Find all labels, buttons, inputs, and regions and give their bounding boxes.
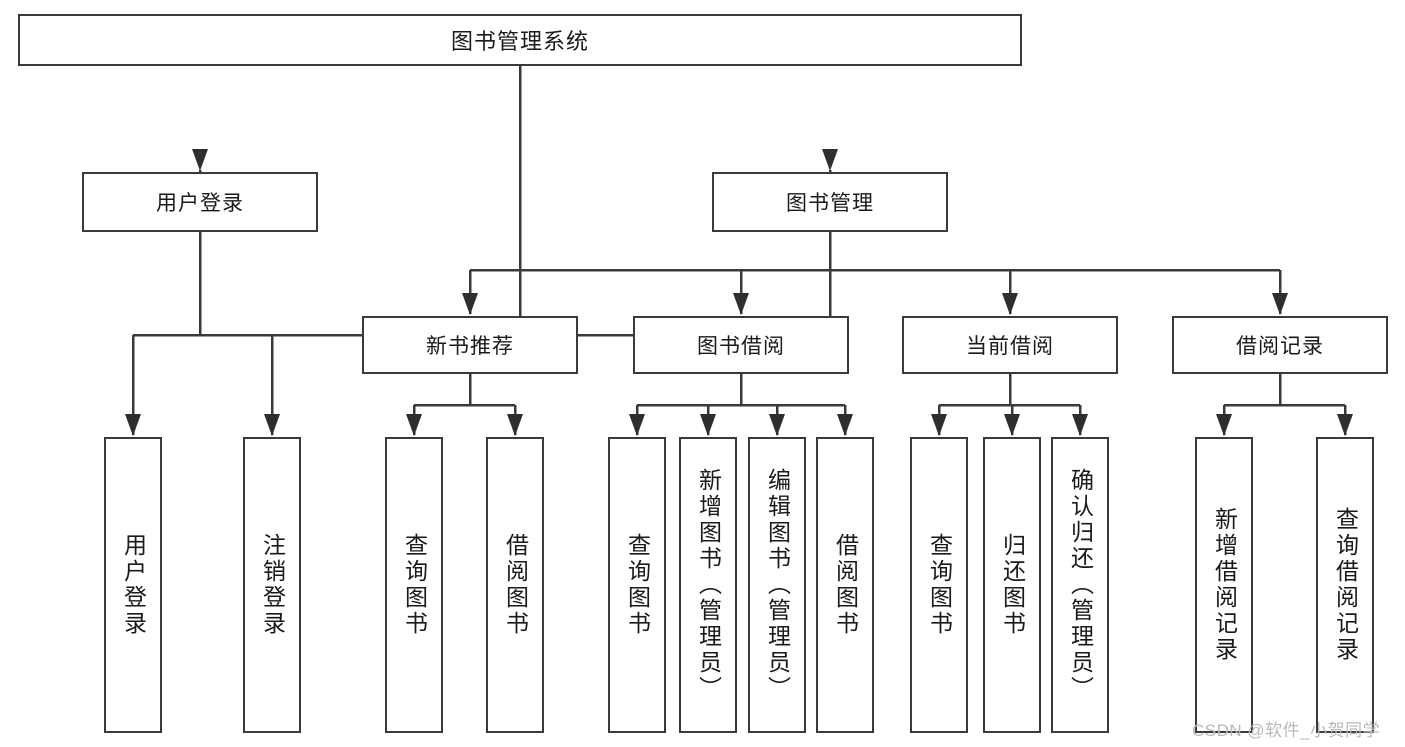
node-leaf-new-query-book[interactable]: 查询图书	[385, 437, 443, 733]
csdn-watermark: CSDN @软件_小贺同学	[1192, 721, 1381, 740]
node-label: 查询图书	[624, 533, 651, 637]
node-book-management-module[interactable]: 图书管理	[712, 172, 948, 232]
node-label: 用户登录	[120, 533, 147, 637]
node-label: 查询图书	[926, 533, 953, 637]
node-label: 借阅图书	[502, 533, 529, 637]
node-label: 注销登录	[259, 533, 286, 637]
node-label: 编辑图书（管理员）	[764, 468, 791, 702]
node-leaf-borrow-lend-book[interactable]: 借阅图书	[816, 437, 874, 733]
node-current-borrow[interactable]: 当前借阅	[902, 316, 1118, 374]
node-leaf-user-login[interactable]: 用户登录	[104, 437, 162, 733]
node-leaf-borrow-query-book[interactable]: 查询图书	[608, 437, 666, 733]
node-leaf-borrow-edit-book[interactable]: 编辑图书（管理员）	[748, 437, 806, 733]
node-root[interactable]: 图书管理系统	[18, 14, 1022, 66]
node-label: 新书推荐	[426, 335, 514, 358]
node-label: 图书管理系统	[450, 29, 589, 54]
node-label: 当前借阅	[966, 335, 1054, 358]
node-leaf-current-query-book[interactable]: 查询图书	[910, 437, 968, 733]
node-label: 用户登录	[156, 192, 244, 215]
node-new-book-recommend[interactable]: 新书推荐	[362, 316, 578, 374]
node-label: 确认归还（管理员）	[1067, 468, 1094, 702]
node-label: 图书借阅	[697, 335, 785, 358]
node-label: 归还图书	[999, 533, 1026, 637]
node-borrow-record[interactable]: 借阅记录	[1172, 316, 1388, 374]
node-label: 借阅记录	[1236, 335, 1324, 358]
node-label: 新增图书（管理员）	[695, 468, 722, 702]
node-user-login-module[interactable]: 用户登录	[82, 172, 318, 232]
node-leaf-current-confirm-return[interactable]: 确认归还（管理员）	[1051, 437, 1109, 733]
node-label: 查询借阅记录	[1332, 507, 1359, 663]
node-leaf-new-borrow-book[interactable]: 借阅图书	[486, 437, 544, 733]
node-label: 图书管理	[786, 192, 874, 215]
node-label: 新增借阅记录	[1211, 507, 1238, 663]
node-leaf-record-add[interactable]: 新增借阅记录	[1195, 437, 1253, 733]
node-label: 查询图书	[401, 533, 428, 637]
node-label: 借阅图书	[832, 533, 859, 637]
node-leaf-current-return-book[interactable]: 归还图书	[983, 437, 1041, 733]
node-book-borrow[interactable]: 图书借阅	[633, 316, 849, 374]
node-leaf-record-query[interactable]: 查询借阅记录	[1316, 437, 1374, 733]
node-leaf-borrow-add-book[interactable]: 新增图书（管理员）	[679, 437, 737, 733]
node-leaf-user-logout[interactable]: 注销登录	[243, 437, 301, 733]
